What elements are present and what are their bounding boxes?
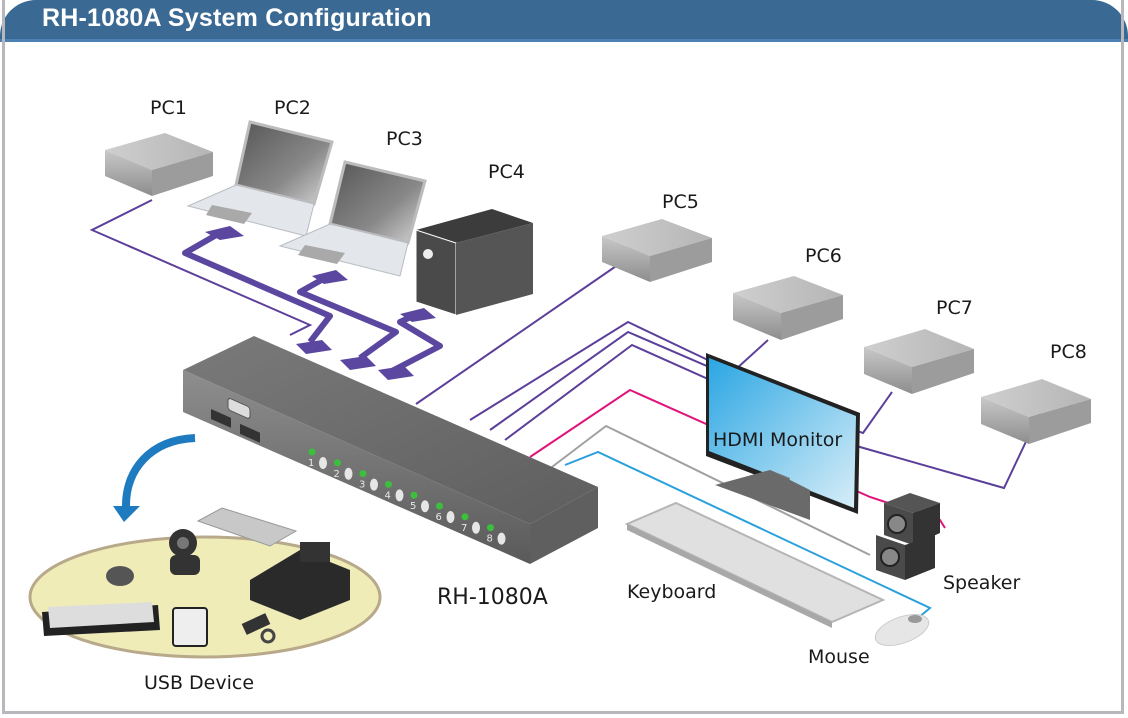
cable-pc5 — [415, 261, 623, 405]
port-number-4: 4 — [385, 490, 391, 501]
port-led-6 — [436, 502, 443, 510]
label-keyboard: Keyboard — [627, 581, 716, 603]
port-led-8 — [487, 524, 494, 532]
pc6-device[interactable] — [733, 276, 843, 340]
label-pc8: PC8 — [1050, 341, 1087, 363]
title-bar: RH-1080A System Configuration — [0, 0, 1128, 42]
label-pc6: PC6 — [805, 245, 842, 267]
port-button-4[interactable] — [395, 489, 404, 502]
kvm-switch[interactable] — [183, 336, 598, 564]
usb-keyboard-icon — [42, 602, 160, 636]
usb-flash-drive-icon — [241, 613, 276, 644]
port-led-7 — [461, 513, 469, 521]
cable-pc1 — [89, 199, 313, 336]
usb-cables — [182, 231, 443, 375]
keyboard-device[interactable] — [624, 501, 886, 628]
port-number-8: 8 — [487, 534, 493, 545]
port-led-5 — [410, 491, 418, 499]
page-title: RH-1080A System Configuration — [42, 4, 432, 32]
hard-drive-icon — [196, 507, 298, 547]
port-leds: 1 2 3 4 5 6 7 8 — [308, 448, 506, 545]
port-number-6: 6 — [436, 512, 442, 523]
mouse-device[interactable] — [871, 608, 933, 652]
port-led-1 — [308, 448, 316, 456]
usb-mouse-icon — [106, 566, 134, 586]
pc7-device[interactable] — [864, 329, 974, 394]
label-mouse: Mouse — [808, 646, 870, 668]
usb-plugs — [205, 226, 436, 380]
pc3-laptop[interactable] — [278, 160, 427, 277]
port-led-3 — [359, 470, 367, 478]
port-button-6[interactable] — [446, 511, 455, 523]
port-button-3[interactable] — [370, 478, 378, 491]
pc4-tower[interactable] — [415, 209, 533, 316]
port-button-8[interactable] — [497, 532, 506, 545]
port-button-1[interactable] — [319, 457, 327, 469]
label-hdmi-monitor: HDMI Monitor — [713, 429, 842, 451]
port-button-5[interactable] — [421, 500, 429, 513]
pc5-device[interactable] — [602, 219, 712, 282]
port-button-2[interactable] — [344, 467, 353, 480]
pc2-laptop[interactable] — [186, 120, 334, 237]
port-number-5: 5 — [410, 501, 416, 512]
label-usb-device: USB Device — [144, 672, 254, 694]
port-number-7: 7 — [461, 523, 467, 534]
port-number-1: 1 — [308, 458, 314, 469]
label-pc5: PC5 — [662, 191, 699, 213]
speaker-device[interactable] — [876, 493, 940, 580]
cable-pc8 — [504, 343, 1041, 490]
label-pc1: PC1 — [150, 97, 187, 119]
cable-audio — [529, 388, 946, 529]
hdmi-monitor[interactable] — [706, 353, 860, 520]
fax-machine-icon — [250, 542, 350, 620]
cable-keyboard — [547, 424, 871, 556]
port-led-4 — [385, 480, 392, 488]
pc8-device[interactable] — [981, 379, 1091, 444]
label-switch: RH-1080A — [437, 585, 548, 610]
label-pc7: PC7 — [936, 297, 973, 319]
usb-device-area — [28, 434, 382, 659]
label-pc2: PC2 — [274, 97, 311, 119]
port-number-2: 2 — [334, 469, 340, 480]
curved-arrow-icon — [121, 434, 196, 509]
port-number-3: 3 — [359, 480, 365, 491]
pc1-device[interactable] — [105, 133, 213, 196]
camera-icon — [172, 607, 208, 647]
webcam-icon — [169, 529, 200, 575]
arrow-head — [113, 506, 140, 522]
label-pc4: PC4 — [488, 161, 525, 183]
label-pc3: PC3 — [386, 128, 423, 150]
cable-mouse — [564, 450, 932, 619]
port-button-7[interactable] — [472, 521, 480, 534]
label-speaker: Speaker — [943, 572, 1020, 594]
port-led-2 — [334, 459, 341, 467]
